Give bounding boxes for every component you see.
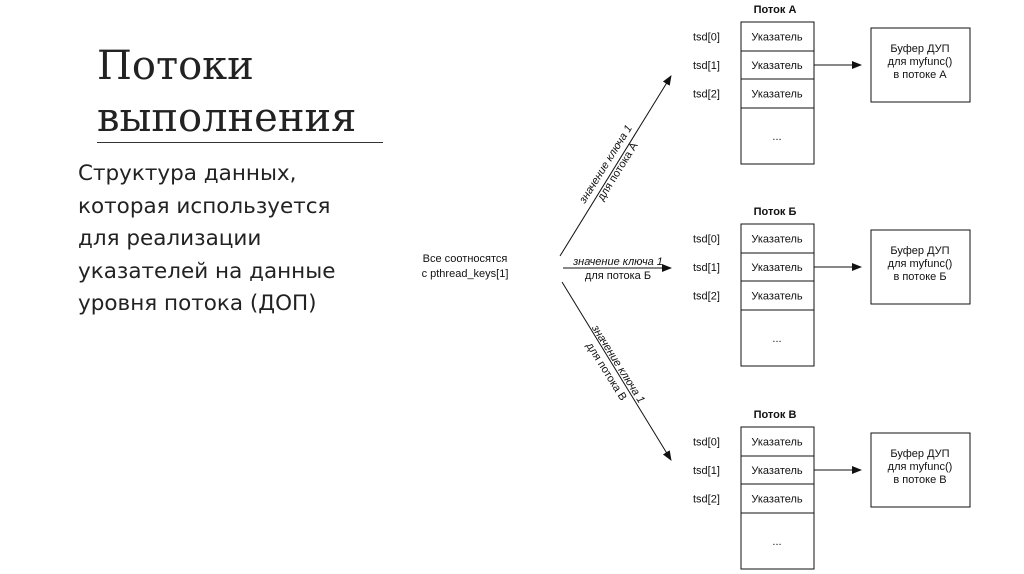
tsd-slot-label: tsd[1] bbox=[693, 60, 720, 72]
body-line: для реализации bbox=[78, 226, 262, 251]
title-line: выполнения bbox=[97, 95, 357, 141]
tsd-cell bbox=[740, 252, 815, 282]
thread-block: Поток ВУказательУказательУказатель...tsd… bbox=[693, 409, 971, 570]
buffer-label: Буфер ДУП bbox=[890, 43, 949, 55]
tsd-slot-label: tsd[2] bbox=[693, 291, 720, 303]
slide-title: Потоки выполнения bbox=[97, 40, 356, 144]
source-label: с pthread_keys[1] bbox=[422, 268, 509, 280]
edge-arrow-a bbox=[559, 75, 672, 257]
title-line: Потоки bbox=[97, 43, 254, 89]
tsd-cell bbox=[740, 21, 815, 52]
tsd-cell bbox=[740, 483, 815, 514]
tsd-slot-label: tsd[0] bbox=[693, 32, 720, 44]
tsd-cell-label: Указатель bbox=[751, 32, 803, 44]
buffer-label: Буфер ДУП bbox=[890, 448, 949, 460]
tsd-cell bbox=[740, 512, 815, 570]
tsd-slot-label: tsd[1] bbox=[693, 262, 720, 274]
buffer-label: в потоке А bbox=[893, 69, 947, 81]
tsd-cell bbox=[740, 78, 815, 109]
tsd-slot-label: tsd[0] bbox=[693, 437, 720, 449]
buffer-label: для myfunc() bbox=[888, 56, 953, 68]
tsd-cell bbox=[740, 426, 815, 457]
tsd-slot-label: tsd[0] bbox=[693, 234, 720, 246]
tsd-cell bbox=[740, 280, 815, 311]
tsd-cell bbox=[740, 223, 815, 254]
thread-block: Поток АУказательУказательУказатель...tsd… bbox=[693, 4, 971, 165]
body-line: Структура данных, bbox=[78, 161, 297, 186]
edge-arrow-v bbox=[561, 281, 672, 461]
buffer-label: для myfunc() bbox=[888, 258, 953, 270]
body-line: которая используется bbox=[78, 193, 331, 219]
buffer-box bbox=[870, 27, 971, 103]
buffer-label: для myfunc() bbox=[888, 461, 953, 473]
tsd-cell bbox=[740, 309, 815, 367]
edge-label: для потока Б bbox=[585, 270, 651, 282]
buffer-box bbox=[870, 432, 971, 508]
tsd-cell-label: ... bbox=[772, 536, 781, 548]
tsd-slot-label: tsd[2] bbox=[693, 494, 720, 506]
body-line: уровня потока (ДОП) bbox=[78, 291, 317, 316]
title-divider bbox=[97, 142, 383, 143]
tsd-slot-label: tsd[1] bbox=[693, 465, 720, 477]
slide-body: Структура данных, которая используется д… bbox=[78, 158, 398, 321]
thread-title: Поток А bbox=[754, 4, 797, 16]
tsd-cell-label: Указатель bbox=[751, 262, 803, 274]
tsd-cell-label: ... bbox=[772, 131, 781, 143]
tsd-cell bbox=[740, 107, 815, 165]
tsd-cell bbox=[740, 455, 815, 485]
thread-title: Поток В bbox=[754, 409, 797, 421]
buffer-label: в потоке В bbox=[893, 474, 946, 486]
source-label: Все соотносятся bbox=[423, 253, 508, 265]
buffer-label: в потоке Б bbox=[893, 271, 946, 283]
tsd-cell-label: Указатель bbox=[751, 89, 803, 101]
tsd-cell-label: Указатель bbox=[751, 291, 803, 303]
buffer-box bbox=[870, 229, 971, 305]
body-line: указателей на данные bbox=[78, 258, 336, 284]
thread-block: Поток БУказательУказательУказатель...tsd… bbox=[693, 206, 971, 367]
tsd-cell-label: Указатель bbox=[751, 234, 803, 246]
tsd-slot-label: tsd[2] bbox=[693, 89, 720, 101]
thread-title: Поток Б bbox=[754, 206, 797, 218]
tsd-cell-label: ... bbox=[772, 333, 781, 345]
tsd-cell-label: Указатель bbox=[751, 437, 803, 449]
tsd-cell-label: Указатель bbox=[751, 465, 803, 477]
tsd-cell-label: Указатель bbox=[751, 60, 803, 72]
edge-label: значение ключа 1 bbox=[572, 256, 663, 268]
tsd-cell-label: Указатель bbox=[751, 494, 803, 506]
buffer-label: Буфер ДУП bbox=[890, 245, 949, 257]
